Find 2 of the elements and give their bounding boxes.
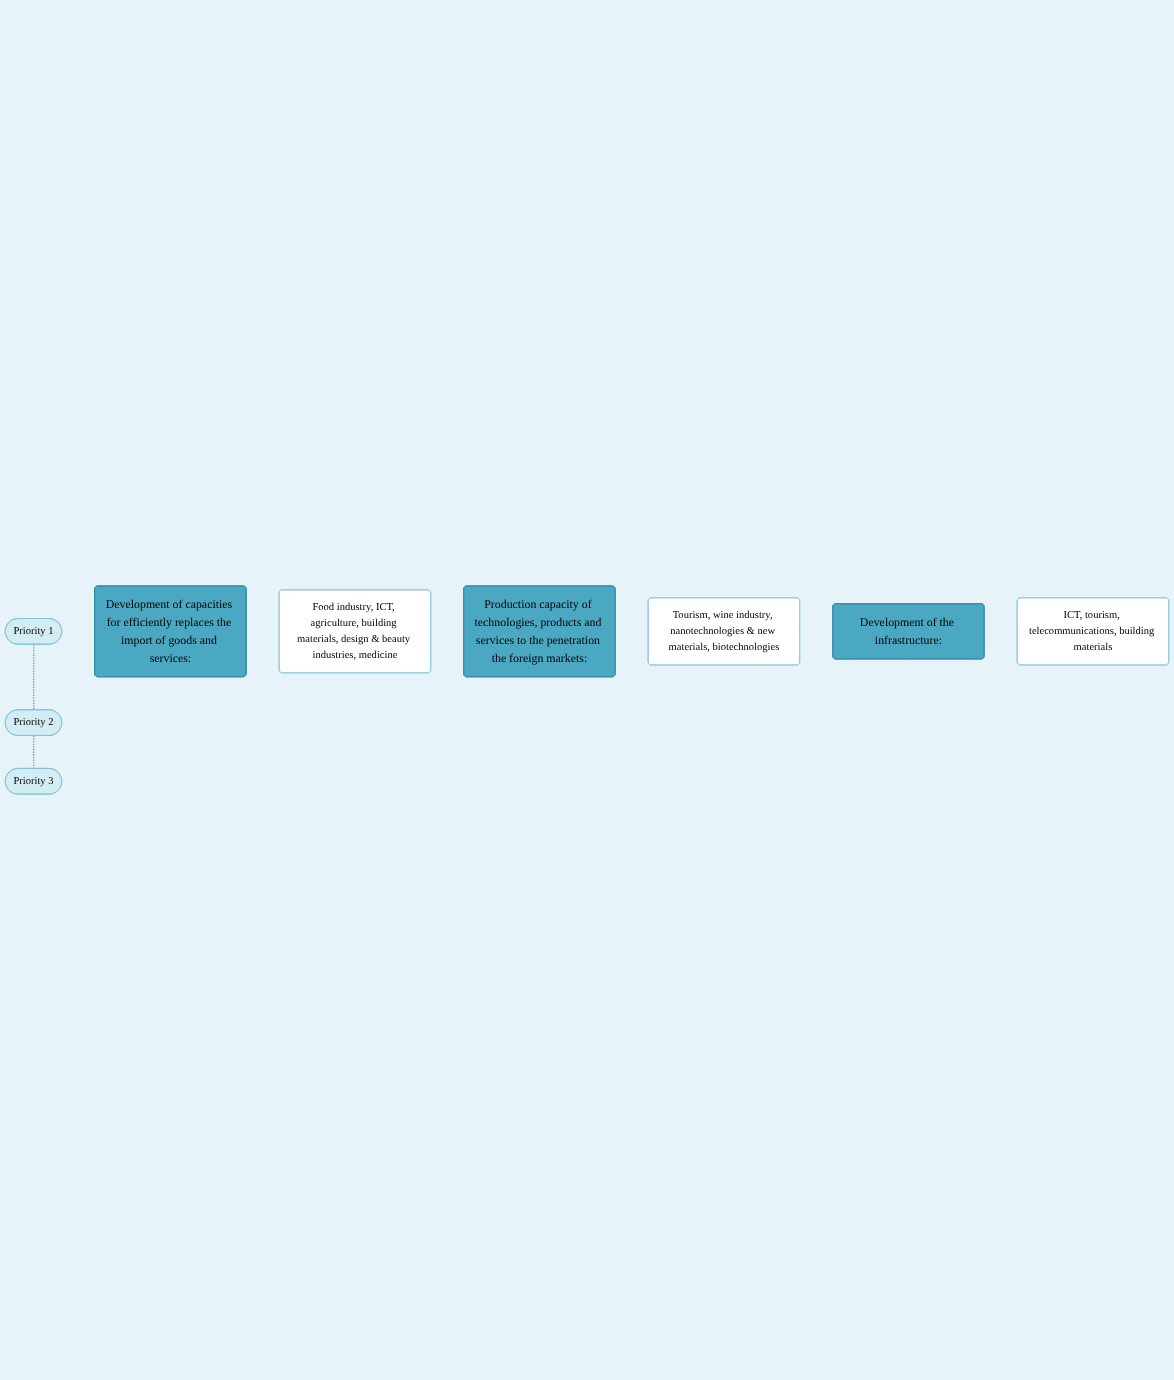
connector (32, 735, 35, 770)
connector (32, 643, 35, 711)
